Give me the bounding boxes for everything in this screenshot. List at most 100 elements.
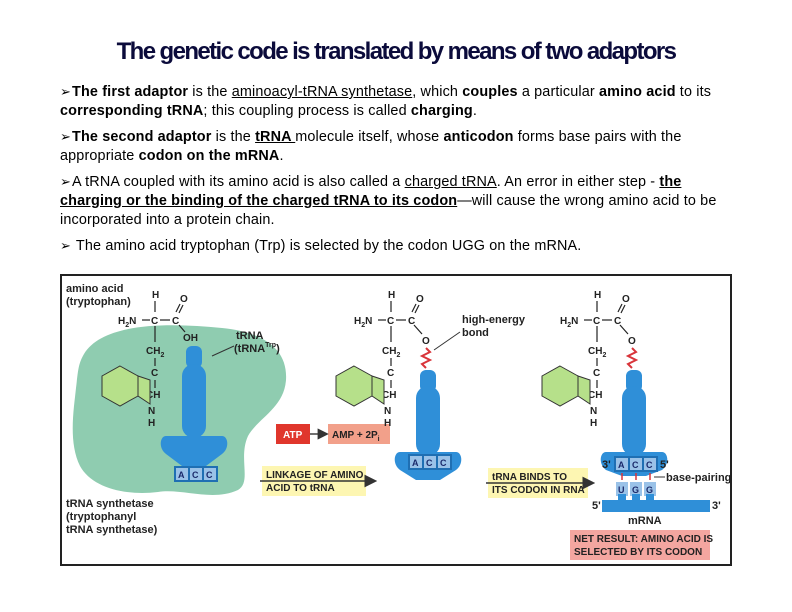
bullet-fragment: couples — [462, 84, 518, 100]
mrna-5prime: 5' — [592, 500, 601, 512]
synthetase-sublabel-2: tRNA synthetase) — [66, 524, 158, 536]
bullet-tryptophan: ➢ The amino acid tryptophan (Trp) is sel… — [60, 236, 732, 256]
bullet-fragment: . — [472, 103, 478, 119]
net-result-box — [570, 530, 710, 560]
amp-box — [328, 424, 390, 444]
high-energy-sublabel: bond — [462, 327, 489, 339]
svg-text:CH: CH — [382, 390, 396, 401]
svg-text:H2N: H2N — [560, 316, 578, 329]
svg-text:C: C — [646, 460, 653, 470]
base-pairing-label: base-pairing — [666, 472, 730, 484]
bullet-text: The amino acid tryptophan (Trp) is selec… — [72, 238, 581, 254]
bullet-fragment: anticodon — [443, 129, 514, 145]
svg-text:CH2: CH2 — [382, 346, 400, 359]
arrow-bullet-icon: ➢ — [60, 174, 72, 189]
bullet-fragment: . An error in either step - — [496, 174, 660, 190]
svg-text:O: O — [622, 294, 630, 305]
bullet-list: ➢The first adaptor is the aminoacyl-tRNA… — [60, 82, 732, 262]
svg-text:A: A — [412, 458, 419, 468]
anticodon-5prime: 5' — [660, 459, 669, 471]
bullet-fragment: tRNA — [255, 129, 296, 145]
svg-text:N: N — [590, 406, 597, 417]
bullet-fragment: a particular — [517, 84, 599, 100]
bullet-text: The first adaptor is the aminoacyl-tRNA … — [60, 84, 711, 119]
bullet-fragment: is the — [188, 84, 232, 100]
atom-carboxyl-c: C — [172, 316, 179, 327]
bullet-fragment: codon on the mRNA — [138, 148, 280, 164]
atom-ring-nh: H — [148, 418, 155, 429]
trna-sublabel: (tRNATrp) — [234, 342, 280, 355]
high-energy-label: high-energy — [462, 314, 526, 326]
bullet-text: The second adaptor is the tRNA molecule … — [60, 129, 681, 164]
atom-ring-ch: CH — [146, 390, 160, 401]
svg-text:C: C — [426, 458, 433, 468]
svg-text:O: O — [422, 336, 430, 347]
atom-ring-n: N — [148, 406, 155, 417]
linkage-box-line-1: LINKAGE OF AMINO — [266, 470, 364, 481]
bullet-fragment: aminoacyl-tRNA synthetase — [231, 84, 413, 100]
bullet-fragment: The first adaptor — [72, 84, 189, 100]
svg-text:C: C — [614, 316, 621, 327]
indole-ring-icon — [541, 365, 579, 407]
svg-text:C: C — [593, 368, 600, 379]
svg-text:H2N: H2N — [354, 316, 372, 329]
bullet-fragment: The amino acid tryptophan (Trp) is selec… — [72, 238, 582, 254]
amino-acid-sublabel: (tryptophan) — [66, 296, 131, 308]
arrow-bullet-icon: ➢ — [60, 238, 72, 253]
svg-text:O: O — [628, 336, 636, 347]
svg-text:C: C — [593, 316, 600, 327]
svg-text:A: A — [618, 460, 625, 470]
svg-text:N: N — [384, 406, 391, 417]
bullet-fragment: ; this coupling process is called — [203, 103, 411, 119]
figure-svg: H H2N C C O OH CH2 C CH N H amino acid (… — [66, 283, 730, 560]
mrna-label: mRNA — [628, 515, 662, 527]
synthetase-label: tRNA synthetase — [66, 498, 154, 510]
bullet-charged-trna: ➢A tRNA coupled with its amino acid is a… — [60, 172, 732, 230]
codon-g-1: G — [632, 485, 639, 495]
tryptophan-structure-1: H H2N C C O OH CH2 C CH N H — [101, 290, 198, 429]
mrna-strand: U G G — [602, 482, 710, 512]
bullet-fragment: charged tRNA — [404, 174, 497, 190]
svg-text:H: H — [388, 290, 395, 301]
bullet-fragment: molecule itself, whose — [295, 129, 444, 145]
high-energy-bond-icon — [419, 347, 433, 369]
atom-ch2: CH2 — [146, 346, 164, 359]
atp-label: ATP — [283, 430, 303, 441]
amp-label: AMP + 2Pi — [332, 430, 380, 443]
high-energy-bond-icon — [625, 347, 639, 369]
trna-label: tRNA — [236, 330, 264, 342]
svg-text:C: C — [440, 458, 447, 468]
bullet-fragment: —will cause the wrong amino acid to be i… — [60, 193, 717, 228]
arrow-bullet-icon: ➢ — [60, 84, 72, 99]
bullet-fragment: forms base pairs with the appropriate — [60, 129, 682, 164]
atom-h2n: H2N — [118, 316, 136, 329]
net-result-line-2: SELECTED BY ITS CODON — [574, 547, 702, 558]
net-result-line-1: NET RESULT: AMINO ACID IS — [574, 534, 713, 545]
svg-text:H: H — [590, 418, 597, 429]
bullet-fragment: amino acid — [598, 84, 676, 100]
anticodon-c-2: C — [206, 470, 213, 480]
svg-text:C: C — [387, 316, 394, 327]
linkage-box-line-2: ACID TO tRNA — [266, 483, 335, 494]
bullet-fragment: corresponding tRNA — [60, 103, 204, 119]
tryptophan-structure-2: H H2N C C O O CH2 C CH N H — [335, 290, 430, 429]
svg-text:O: O — [416, 294, 424, 305]
bullet-text: A tRNA coupled with its amino acid is al… — [60, 174, 716, 228]
mrna-3prime: 3' — [712, 500, 721, 512]
svg-text:C: C — [387, 368, 394, 379]
arrow-bullet-icon: ➢ — [60, 129, 72, 144]
atom-oh: OH — [183, 333, 198, 344]
anticodon-c-1: C — [192, 470, 199, 480]
indole-ring-icon — [335, 365, 373, 407]
anticodon-3prime: 3' — [602, 459, 611, 471]
bullet-fragment: . — [279, 148, 284, 164]
atom-o: O — [180, 294, 188, 305]
bullet-fragment: A tRNA coupled with its amino acid is al… — [72, 174, 405, 190]
bullet-fragment: the charging or the binding of the charg… — [60, 174, 682, 209]
bullet-fragment: , which — [412, 84, 463, 100]
synthetase-sublabel-1: (tryptophanyl — [66, 511, 136, 523]
bullet-second-adaptor: ➢The second adaptor is the tRNA molecule… — [60, 127, 732, 166]
anticodon-a-1: A — [178, 470, 185, 480]
svg-text:C: C — [632, 460, 639, 470]
pyrrole-ring-icon — [137, 375, 151, 405]
